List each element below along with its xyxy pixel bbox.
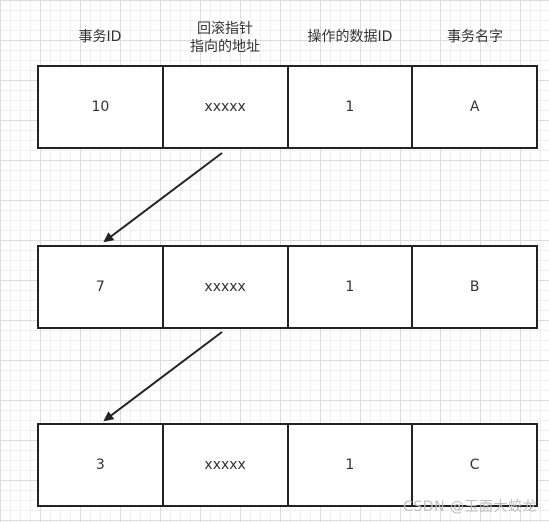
header-data-id: 操作的数据ID [307,29,393,45]
cell-data-id: 1 [286,67,412,147]
cell-transaction-name: B [411,247,536,327]
cell-transaction-id: 3 [95,457,105,473]
cell-transaction-id: 7 [95,279,105,295]
cell-data-id: 1 [286,425,412,505]
version-record-row: 7 xxxxx 1 B [37,245,538,329]
cell-rollback-pointer: xxxxx [161,425,287,505]
arrow-to-row-b [103,152,223,243]
header-transaction-name: 事务名字 [447,29,503,45]
header-transaction-id: 事务ID [78,29,122,45]
arrow-to-row-c [103,331,223,422]
header-rollback-pointer: 回滚指针 指向的地址 [190,21,260,55]
cell-transaction-name: C [411,425,536,505]
cell-data-id: 1 [286,247,412,327]
cell-rollback-pointer: xxxxx [161,67,287,147]
cell-rollback-pointer: xxxxx [161,247,287,327]
version-record-row: 3 xxxxx 1 C [37,423,538,507]
cell-transaction-id: 10 [91,99,110,115]
version-record-row: 10 xxxxx 1 A [37,65,538,149]
watermark: CSDN @玉面大蛟龙 [403,499,537,515]
cell-transaction-name: A [411,67,536,147]
